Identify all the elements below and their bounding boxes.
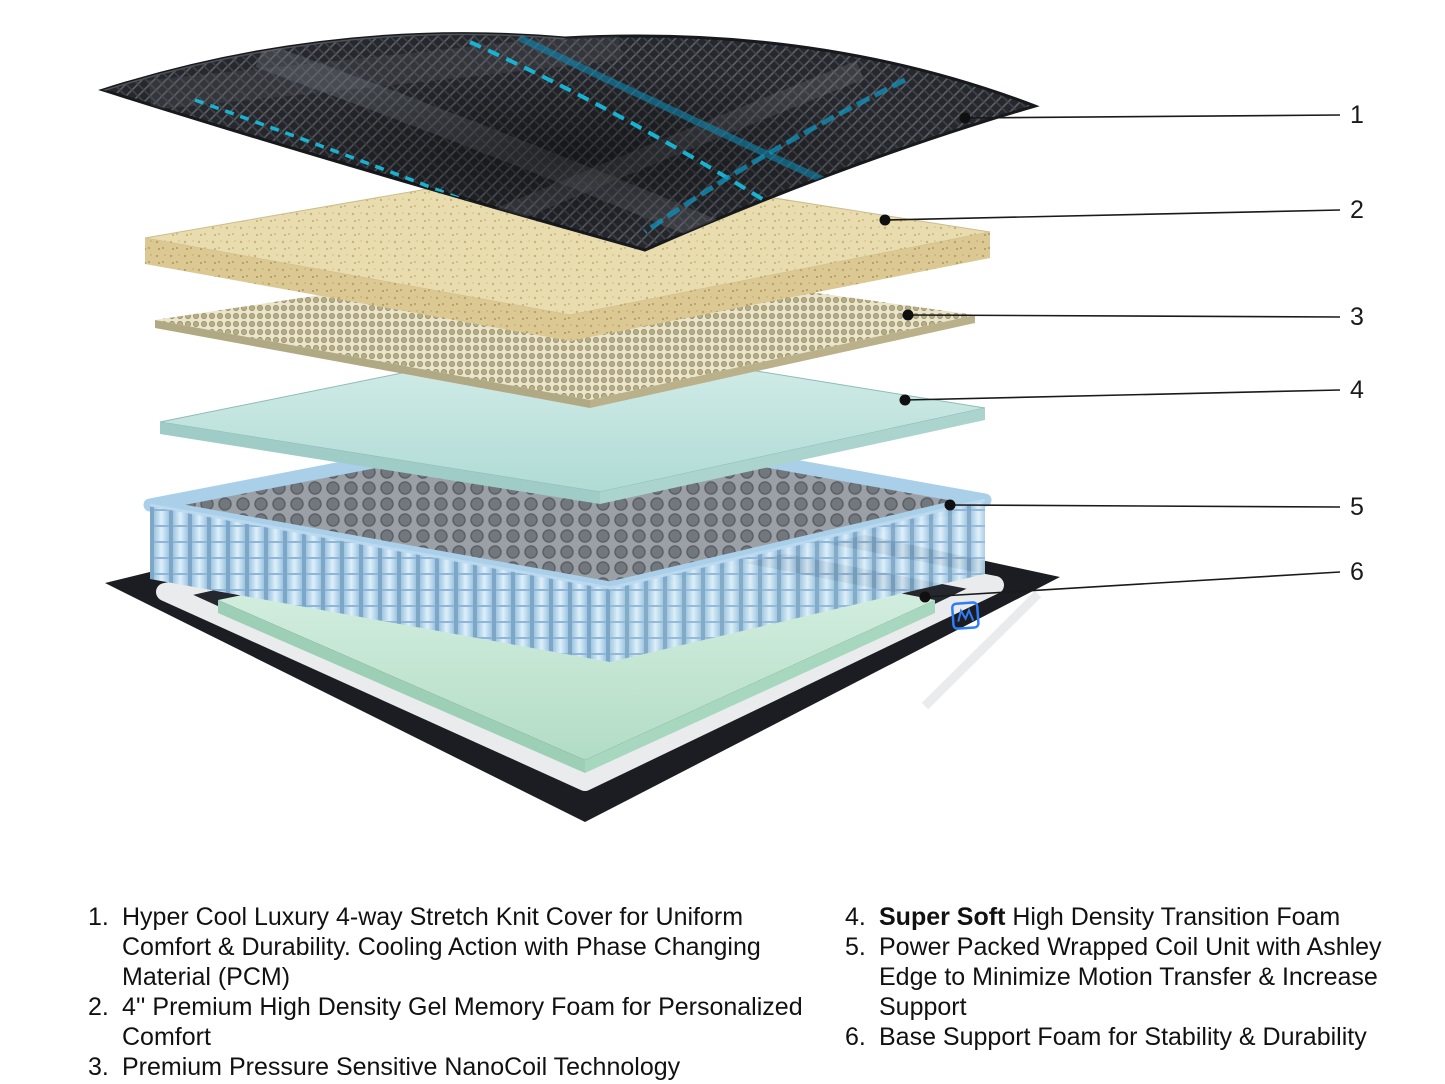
legend-item-6: 6. Base Support Foam for Stability & Dur… (845, 1022, 1405, 1052)
legend-item-1: 1. Hyper Cool Luxury 4-way Stretch Knit … (88, 902, 832, 992)
callout-number-3: 3 (1350, 303, 1364, 331)
legend-item-number: 1. (88, 903, 109, 931)
callout-dot-1 (959, 112, 971, 124)
legend-item-text: Base Support Foam for Stability & Durabi… (879, 1023, 1367, 1051)
callout-number-5: 5 (1350, 493, 1364, 521)
legend-item-3: 3. Premium Pressure Sensitive NanoCoil T… (88, 1052, 832, 1082)
legend-item-text: Hyper Cool Luxury 4-way Stretch Knit Cov… (122, 903, 761, 991)
callout-number-4: 4 (1350, 376, 1364, 404)
mattress-diagram: 1 2 3 4 5 6 (101, 32, 1364, 822)
layer-gel-memory-foam (144, 164, 991, 341)
layer-wrapped-coil-unit (143, 418, 992, 662)
legend-item-text: Premium Pressure Sensitive NanoCoil Tech… (122, 1053, 681, 1081)
legend-item-2: 2. 4'' Premium High Density Gel Memory F… (88, 992, 832, 1052)
mattress-exploded-diagram (101, 32, 1341, 822)
callout-dot-4 (899, 394, 911, 406)
legend-item-text: 4'' Premium High Density Gel Memory Foam… (122, 993, 803, 1051)
legend-item-number: 4. (845, 903, 866, 931)
legend-left-column: 1. Hyper Cool Luxury 4-way Stretch Knit … (88, 902, 832, 1082)
callout-dot-5 (944, 499, 956, 511)
callout-number-2: 2 (1350, 196, 1364, 224)
legend-right-column: 4. Super Soft High Density Transition Fo… (845, 902, 1405, 1052)
legend-item-number: 5. (845, 933, 866, 961)
legend-item-text: Power Packed Wrapped Coil Unit with Ashl… (879, 933, 1382, 1021)
callout-number-6: 6 (1350, 558, 1364, 586)
legend-item-number: 2. (88, 993, 109, 1021)
legend-item-text-rest: High Density Transition Foam (1005, 903, 1341, 931)
legend-item-4: 4. Super Soft High Density Transition Fo… (845, 902, 1405, 932)
callout-lines (879, 112, 1341, 603)
layer-transition-foam (159, 339, 986, 504)
brand-logo-icon (951, 601, 980, 630)
legend-item-number: 3. (88, 1053, 109, 1081)
legend: 1. Hyper Cool Luxury 4-way Stretch Knit … (0, 902, 1445, 1082)
legend-item-text: Super Soft High Density Transition Foam (879, 902, 1405, 932)
callout-dot-3 (902, 309, 914, 321)
legend-item-bold-text: Super Soft (879, 903, 1006, 931)
legend-item-5: 5. Power Packed Wrapped Coil Unit with A… (845, 932, 1405, 1022)
callout-dot-2 (879, 214, 891, 226)
callout-dot-6 (919, 591, 931, 603)
legend-item-number: 6. (845, 1023, 866, 1051)
callout-number-1: 1 (1350, 101, 1364, 129)
